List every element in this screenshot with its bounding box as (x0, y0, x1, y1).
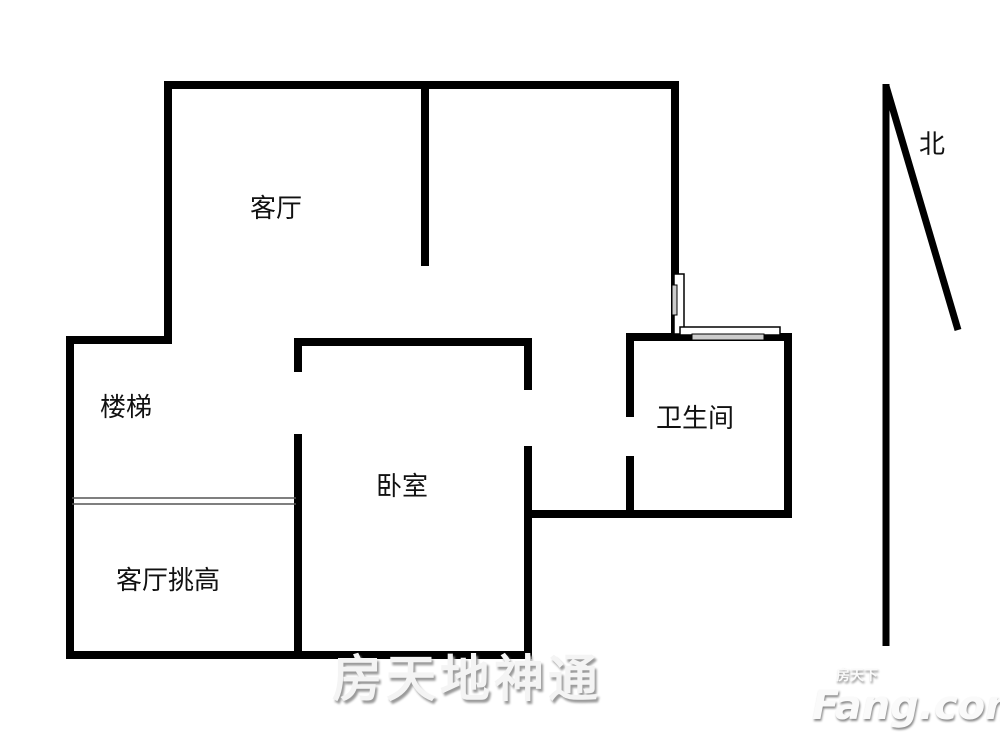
room-label-bedroom: 卧室 (376, 472, 429, 502)
outer-wall (66, 81, 679, 659)
logo-en: Fang.com (812, 683, 1000, 729)
fang-logo: 房天下 Fang.com (812, 668, 1000, 728)
north-label: 北 (919, 130, 946, 160)
stairs-divider (72, 497, 296, 505)
north-arrow-icon (882, 84, 962, 646)
room-label-living: 客厅 (250, 194, 303, 224)
window-horizontal (679, 326, 781, 341)
room-label-stairs: 楼梯 (100, 393, 153, 423)
bedroom-wall-top (294, 338, 532, 390)
watermark: 房天地神通 (332, 650, 602, 708)
logo-cn: 房天下 (836, 668, 878, 684)
room-label-high-ceiling: 客厅挑高 (116, 566, 221, 596)
window-vertical (671, 273, 685, 335)
room-label-bathroom: 卫生间 (656, 404, 735, 434)
